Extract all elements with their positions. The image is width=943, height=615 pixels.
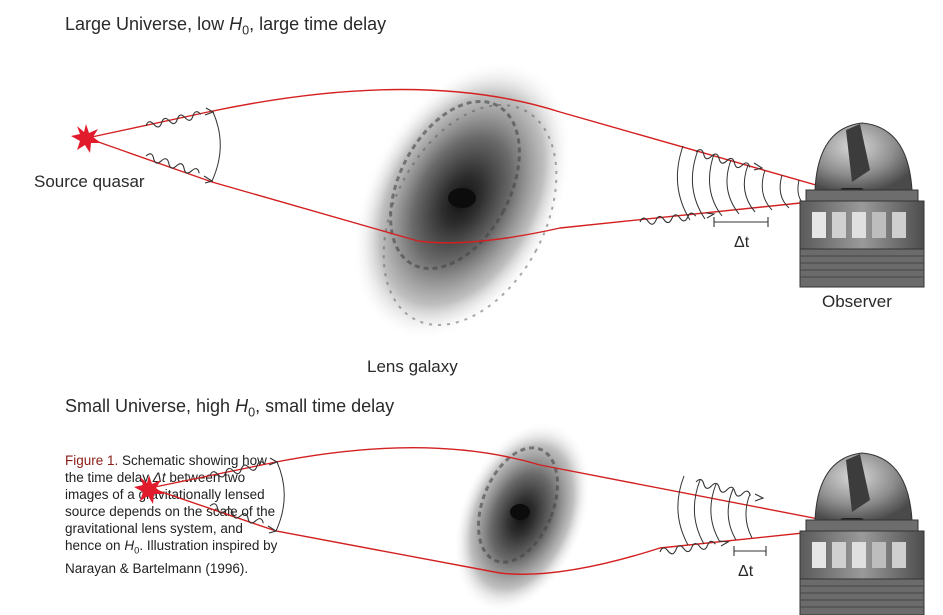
- light-ray-upper: [86, 88, 859, 198]
- arrowhead-icon: [753, 162, 764, 171]
- photon-wave-icon: [695, 478, 751, 497]
- title-subscript: 0: [248, 405, 256, 420]
- source-star-icon: [71, 124, 101, 153]
- arrowhead-icon: [754, 493, 765, 502]
- photon-wave-icon: [209, 461, 266, 478]
- source-star-icon: [134, 475, 164, 504]
- figure-caption: Figure 1. Schematic showing how the time…: [65, 452, 280, 577]
- caption-text: between two images of a gravitationally …: [65, 470, 276, 553]
- observatory-icon: [799, 452, 925, 615]
- title-symbol-h0: H: [235, 396, 249, 416]
- figure-label: Figure 1.: [65, 453, 119, 468]
- lens-galaxy-label: Lens galaxy: [367, 357, 458, 376]
- delta-t-label-top: Δt: [734, 234, 749, 252]
- caption-subscript: 0: [134, 545, 140, 557]
- caption-text: . Illustration inspired by Narayan & Bar…: [65, 538, 278, 576]
- wavefront-arc: [211, 111, 221, 182]
- delta-t-label-bottom: Δt: [738, 563, 753, 581]
- delta-t-bracket: [713, 217, 769, 227]
- delta-t-text: Δt: [738, 563, 754, 580]
- caption-symbol-h: H: [124, 538, 135, 553]
- delta-t-bracket: [733, 546, 767, 556]
- photon-wave-icon: [695, 149, 751, 169]
- panel-title-large-universe: Large Universe, low H0, large time delay: [65, 14, 386, 38]
- photon-wave-icon: [145, 111, 202, 128]
- delta-t-text: Δt: [734, 234, 750, 251]
- light-ray-lower: [86, 137, 859, 244]
- arrowhead-icon: [705, 212, 716, 219]
- title-suffix: , large time delay: [249, 14, 387, 34]
- wavefront-arcs: [677, 475, 753, 546]
- photon-wave-icon: [145, 153, 200, 174]
- title-prefix: Small Universe, high: [65, 396, 236, 416]
- photon-wave-icon: [209, 503, 264, 524]
- observer-label: Observer: [822, 292, 892, 311]
- caption-symbol-dt: Δt: [152, 470, 166, 485]
- lens-galaxy-small: [453, 421, 591, 613]
- caption-text: Schematic showing how the time delay: [65, 453, 267, 485]
- photon-wave-icon: [659, 540, 716, 555]
- panel-title-small-universe: Small Universe, high H0, small time dela…: [65, 396, 394, 420]
- observatory-icon: [799, 122, 925, 288]
- title-symbol-h0: H: [229, 14, 243, 34]
- lens-galaxy-large: [352, 60, 572, 340]
- title-prefix: Large Universe, low: [65, 14, 230, 34]
- light-ray-lower: [149, 487, 861, 575]
- light-ray-upper: [149, 447, 861, 528]
- photon-wave-icon: [639, 212, 697, 225]
- source-quasar-label: Source quasar: [34, 172, 145, 191]
- wavefront-arc: [275, 461, 285, 532]
- arrowhead-icon: [719, 540, 730, 547]
- title-suffix: , small time delay: [255, 396, 395, 416]
- title-subscript: 0: [242, 23, 250, 38]
- arrowhead-icon: [268, 457, 279, 466]
